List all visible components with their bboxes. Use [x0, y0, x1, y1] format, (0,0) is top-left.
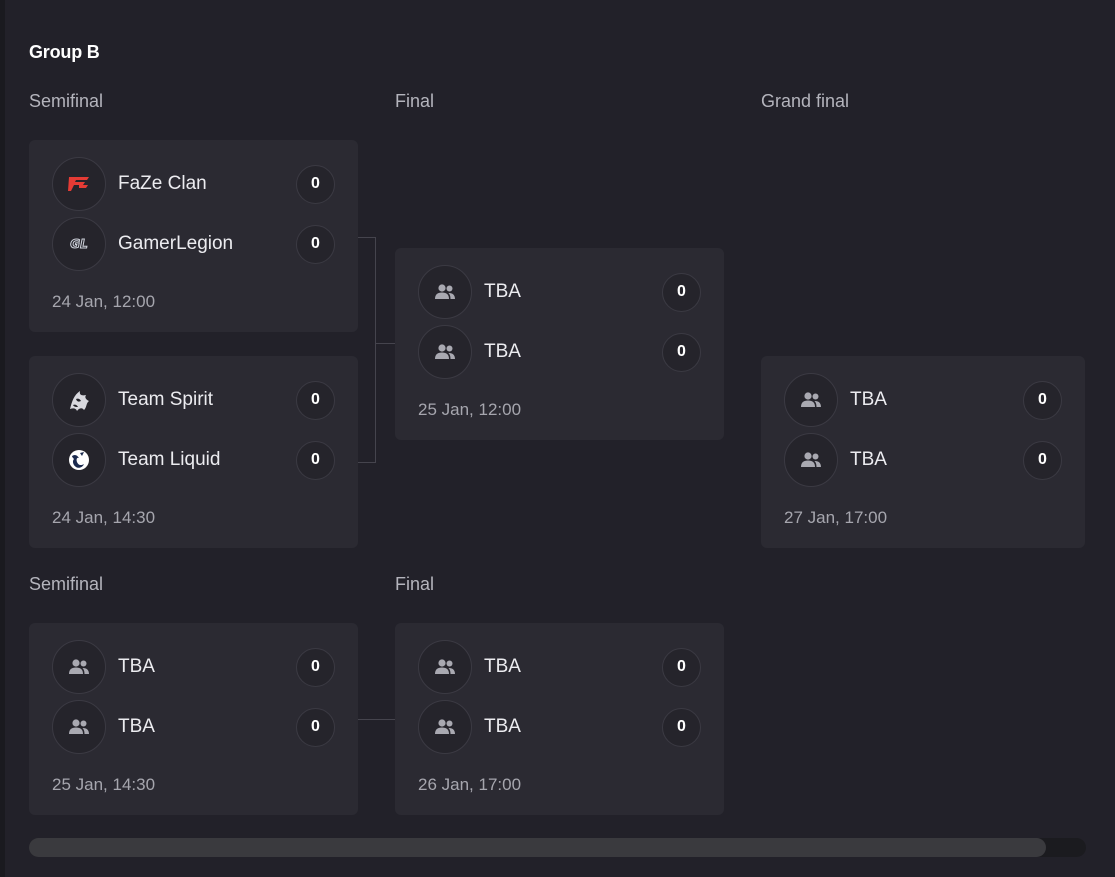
match-card[interactable]: TBA 0 TBA 0 25 Jan, 14:30 — [29, 623, 358, 815]
group-title: Group B — [29, 42, 100, 62]
bracket-connector — [376, 343, 395, 344]
users-icon — [784, 373, 838, 427]
team-name: GamerLegion — [118, 233, 234, 254]
team-score: 0 — [662, 707, 701, 747]
team-score: 0 — [662, 647, 701, 687]
match-date: 26 Jan, 17:00 — [418, 775, 522, 794]
team-name: TBA — [484, 281, 521, 302]
team-name: FaZe Clan — [118, 173, 207, 194]
round-label-grand-final: Grand final — [761, 91, 850, 111]
bracket-connector — [358, 237, 376, 463]
match-card[interactable]: FaZe Clan 0 GL GamerLegion 0 24 Jan, 12:… — [29, 140, 358, 332]
team-name: Team Spirit — [118, 389, 214, 410]
team-score: 0 — [296, 707, 335, 747]
team-score: 0 — [296, 224, 335, 264]
bracket-connector — [358, 719, 395, 720]
team-score: 0 — [1023, 380, 1062, 420]
round-label-semifinal: Semifinal — [29, 91, 104, 111]
horizontal-scrollbar-thumb[interactable] — [29, 838, 1046, 857]
team-name: TBA — [850, 389, 887, 410]
match-date: 25 Jan, 14:30 — [52, 775, 156, 794]
match-card[interactable]: Team Spirit 0 Team Liquid 0 24 Jan, 14:3… — [29, 356, 358, 548]
match-date: 27 Jan, 17:00 — [784, 508, 888, 527]
team-row[interactable]: GL GamerLegion 0 — [52, 217, 335, 271]
team-name: TBA — [484, 656, 521, 677]
team-name: TBA — [484, 341, 521, 362]
team-row[interactable]: TBA 0 — [418, 700, 701, 754]
faze-logo-icon — [52, 157, 106, 211]
team-score: 0 — [296, 164, 335, 204]
team-name: Team Liquid — [118, 449, 221, 470]
round-label-semifinal-lower: Semifinal — [29, 574, 104, 594]
match-date: 24 Jan, 14:30 — [52, 508, 156, 527]
users-icon — [418, 265, 472, 319]
team-score: 0 — [662, 272, 701, 312]
team-score: 0 — [296, 380, 335, 420]
gamerlegion-logo-icon: GL — [52, 217, 106, 271]
team-name: TBA — [118, 656, 155, 677]
team-name: TBA — [118, 716, 155, 737]
team-score: 0 — [296, 440, 335, 480]
team-row[interactable]: FaZe Clan 0 — [52, 157, 335, 211]
team-row[interactable]: TBA 0 — [784, 373, 1062, 427]
users-icon — [418, 700, 472, 754]
users-icon — [784, 433, 838, 487]
match-card[interactable]: TBA 0 TBA 0 25 Jan, 12:00 — [395, 248, 724, 440]
svg-text:GL: GL — [70, 237, 88, 251]
team-name: TBA — [484, 716, 521, 737]
users-icon — [52, 640, 106, 694]
match-date: 24 Jan, 12:00 — [52, 292, 156, 311]
spirit-logo-icon — [52, 373, 106, 427]
team-score: 0 — [662, 332, 701, 372]
team-row[interactable]: TBA 0 — [418, 325, 701, 379]
team-row[interactable]: TBA 0 — [418, 640, 701, 694]
team-row[interactable]: TBA 0 — [784, 433, 1062, 487]
liquid-logo-icon — [52, 433, 106, 487]
users-icon — [418, 325, 472, 379]
match-date: 25 Jan, 12:00 — [418, 400, 522, 419]
users-icon — [52, 700, 106, 754]
team-score: 0 — [1023, 440, 1062, 480]
team-row[interactable]: Team Liquid 0 — [52, 433, 335, 487]
match-card[interactable]: TBA 0 TBA 0 26 Jan, 17:00 — [395, 623, 724, 815]
team-name: TBA — [850, 449, 887, 470]
round-label-final: Final — [395, 91, 435, 111]
round-label-final-lower: Final — [395, 574, 435, 594]
team-score: 0 — [296, 647, 335, 687]
match-card[interactable]: TBA 0 TBA 0 27 Jan, 17:00 — [761, 356, 1085, 548]
team-row[interactable]: TBA 0 — [418, 265, 701, 319]
users-icon — [418, 640, 472, 694]
team-row[interactable]: TBA 0 — [52, 700, 335, 754]
team-row[interactable]: Team Spirit 0 — [52, 373, 335, 427]
team-row[interactable]: TBA 0 — [52, 640, 335, 694]
